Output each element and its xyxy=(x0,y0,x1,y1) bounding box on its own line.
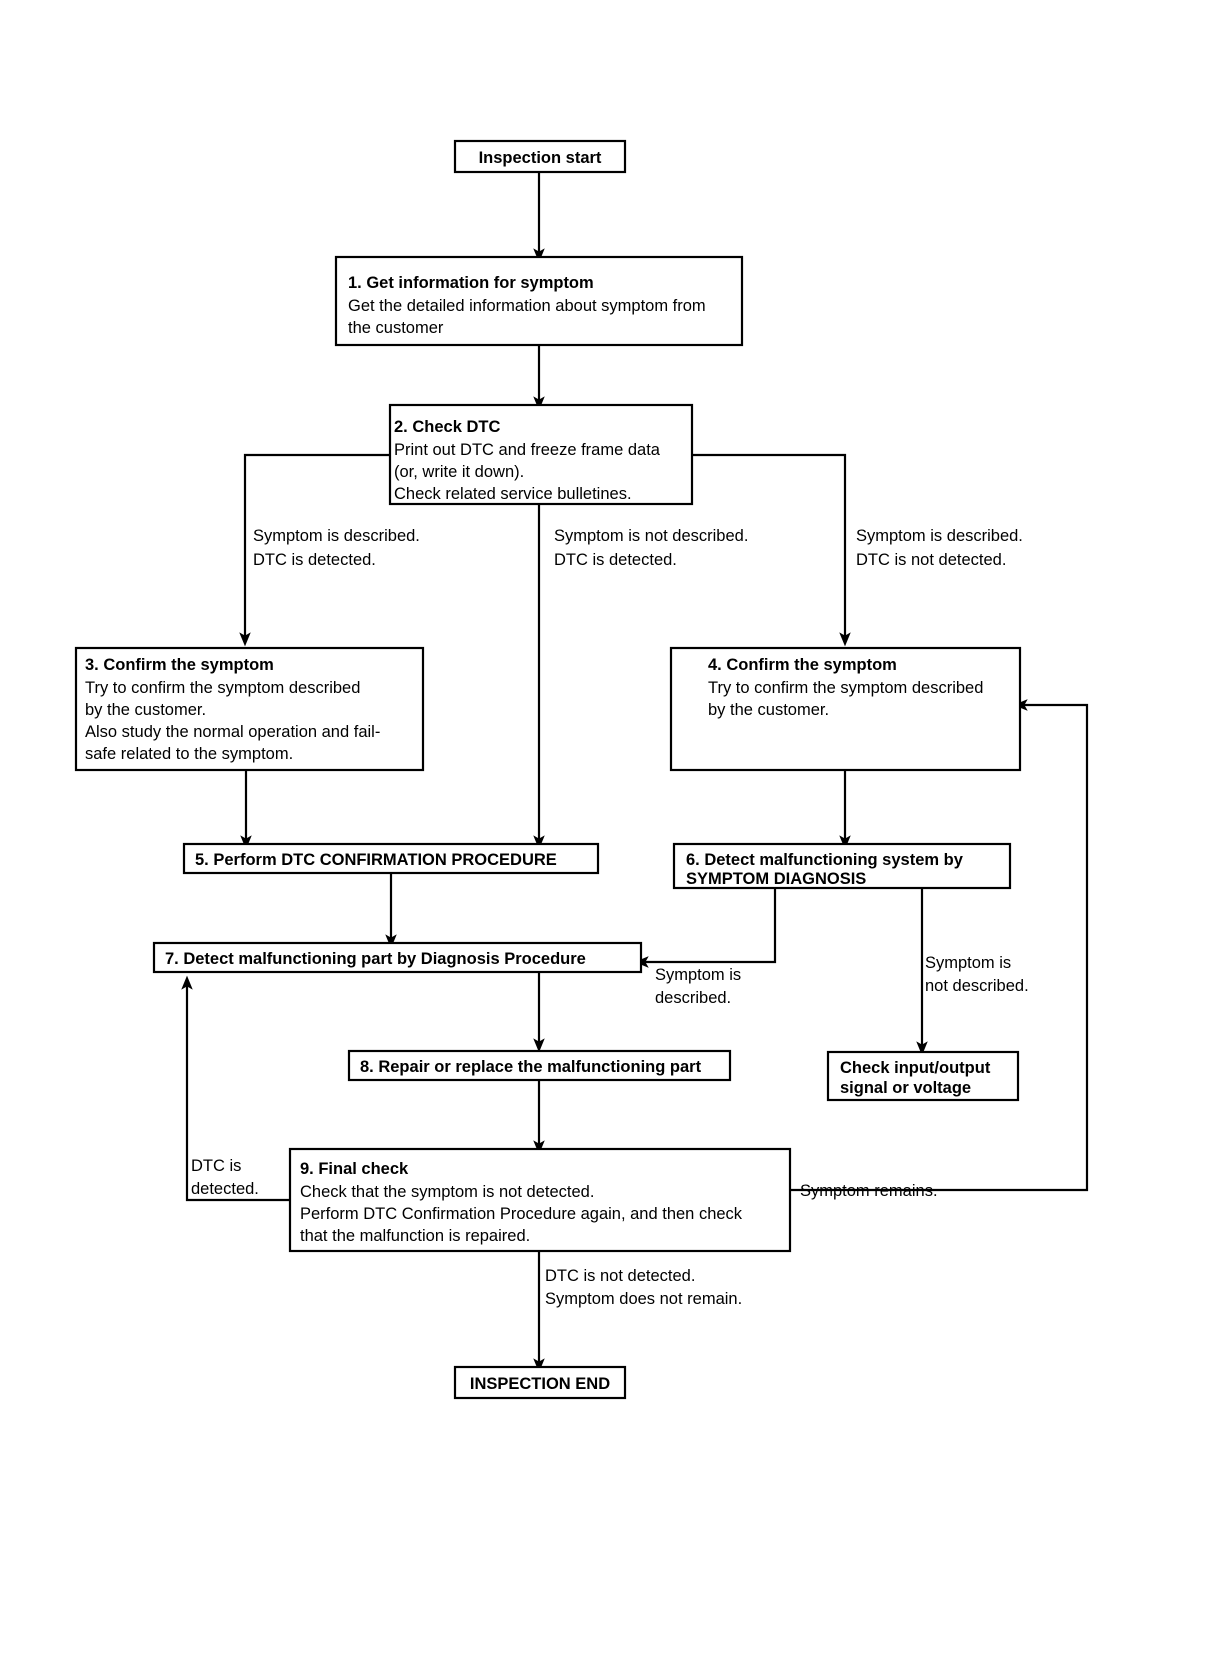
step2-line3: Check related service bulletines. xyxy=(394,485,632,503)
branch-right-line2: DTC is not detected. xyxy=(856,551,1006,569)
step1-heading: 1. Get information for symptom xyxy=(348,274,594,292)
step3-line2: by the customer. xyxy=(85,701,206,719)
step2-line1: Print out DTC and freeze frame data xyxy=(394,441,661,459)
symptom-described-line1: Symptom is xyxy=(655,966,741,984)
symptom-not-described-line1: Symptom is xyxy=(925,954,1011,972)
step2-line2: (or, write it down). xyxy=(394,463,524,481)
step3-line1: Try to confirm the symptom described xyxy=(85,679,360,697)
step9-line3: that the malfunction is repaired. xyxy=(300,1227,530,1245)
edge-step2-to-step3 xyxy=(239,453,393,647)
final-pass-line2: Symptom does not remain. xyxy=(545,1290,742,1308)
inspection-start-label: Inspection start xyxy=(479,149,602,167)
node-step7[interactable] xyxy=(152,941,643,974)
step4-line1: Try to confirm the symptom described xyxy=(708,679,983,697)
dtc-detected-line1: DTC is xyxy=(191,1157,241,1175)
check-io-line2: signal or voltage xyxy=(840,1079,971,1097)
check-io-line1: Check input/output xyxy=(840,1059,991,1077)
branch-left-line2: DTC is detected. xyxy=(253,551,376,569)
step9-line2: Perform DTC Confirmation Procedure again… xyxy=(300,1205,743,1223)
symptom-described-line2: described. xyxy=(655,989,731,1007)
step9-heading: 9. Final check xyxy=(300,1160,409,1178)
branch-left-line1: Symptom is described. xyxy=(253,527,420,545)
inspection-end-label: INSPECTION END xyxy=(470,1375,610,1393)
final-pass-line1: DTC is not detected. xyxy=(545,1267,695,1285)
branch-center-line1: Symptom is not described. xyxy=(554,527,748,545)
step6-line1: 6. Detect malfunctioning system by xyxy=(686,851,964,869)
dtc-detected-line2: detected. xyxy=(191,1180,259,1198)
step4-line2: by the customer. xyxy=(708,701,829,719)
edge-step9-to-step7-loop xyxy=(181,975,290,1202)
step2-heading: 2. Check DTC xyxy=(394,418,500,436)
node-step5[interactable] xyxy=(182,842,600,875)
step3-heading: 3. Confirm the symptom xyxy=(85,656,274,674)
step1-line2: the customer xyxy=(348,319,444,337)
step3-line3: Also study the normal operation and fail… xyxy=(85,723,380,741)
step3-line4: safe related to the symptom. xyxy=(85,745,293,763)
node-step8[interactable] xyxy=(347,1049,732,1082)
branch-center-line2: DTC is detected. xyxy=(554,551,677,569)
node-step9[interactable] xyxy=(288,1147,792,1253)
symptom-remains-label: Symptom remains. xyxy=(800,1182,938,1200)
symptom-not-described-line2: not described. xyxy=(925,977,1029,995)
edge-step2-to-step4 xyxy=(692,453,851,647)
node-step2[interactable] xyxy=(388,403,694,506)
node-inspection-start[interactable] xyxy=(453,139,627,174)
node-step3[interactable] xyxy=(74,646,425,772)
step9-line1: Check that the symptom is not detected. xyxy=(300,1183,594,1201)
step6-line2: SYMPTOM DIAGNOSIS xyxy=(686,870,866,888)
branch-right-line1: Symptom is described. xyxy=(856,527,1023,545)
step7-heading: 7. Detect malfunctioning part by Diagnos… xyxy=(165,950,586,968)
step4-heading: 4. Confirm the symptom xyxy=(708,656,897,674)
node-step1[interactable] xyxy=(334,255,744,347)
step5-heading: 5. Perform DTC CONFIRMATION PROCEDURE xyxy=(195,851,557,869)
edge-step9-to-step4-loop xyxy=(790,699,1089,1192)
node-step4[interactable] xyxy=(669,646,1022,772)
step8-heading: 8. Repair or replace the malfunctioning … xyxy=(360,1058,702,1076)
node-check-io[interactable] xyxy=(826,1050,1020,1102)
edge-step6-to-step7 xyxy=(634,888,777,968)
step1-line1: Get the detailed information about sympt… xyxy=(348,297,706,315)
node-step6[interactable] xyxy=(672,842,1012,890)
node-inspection-end[interactable] xyxy=(453,1365,627,1400)
